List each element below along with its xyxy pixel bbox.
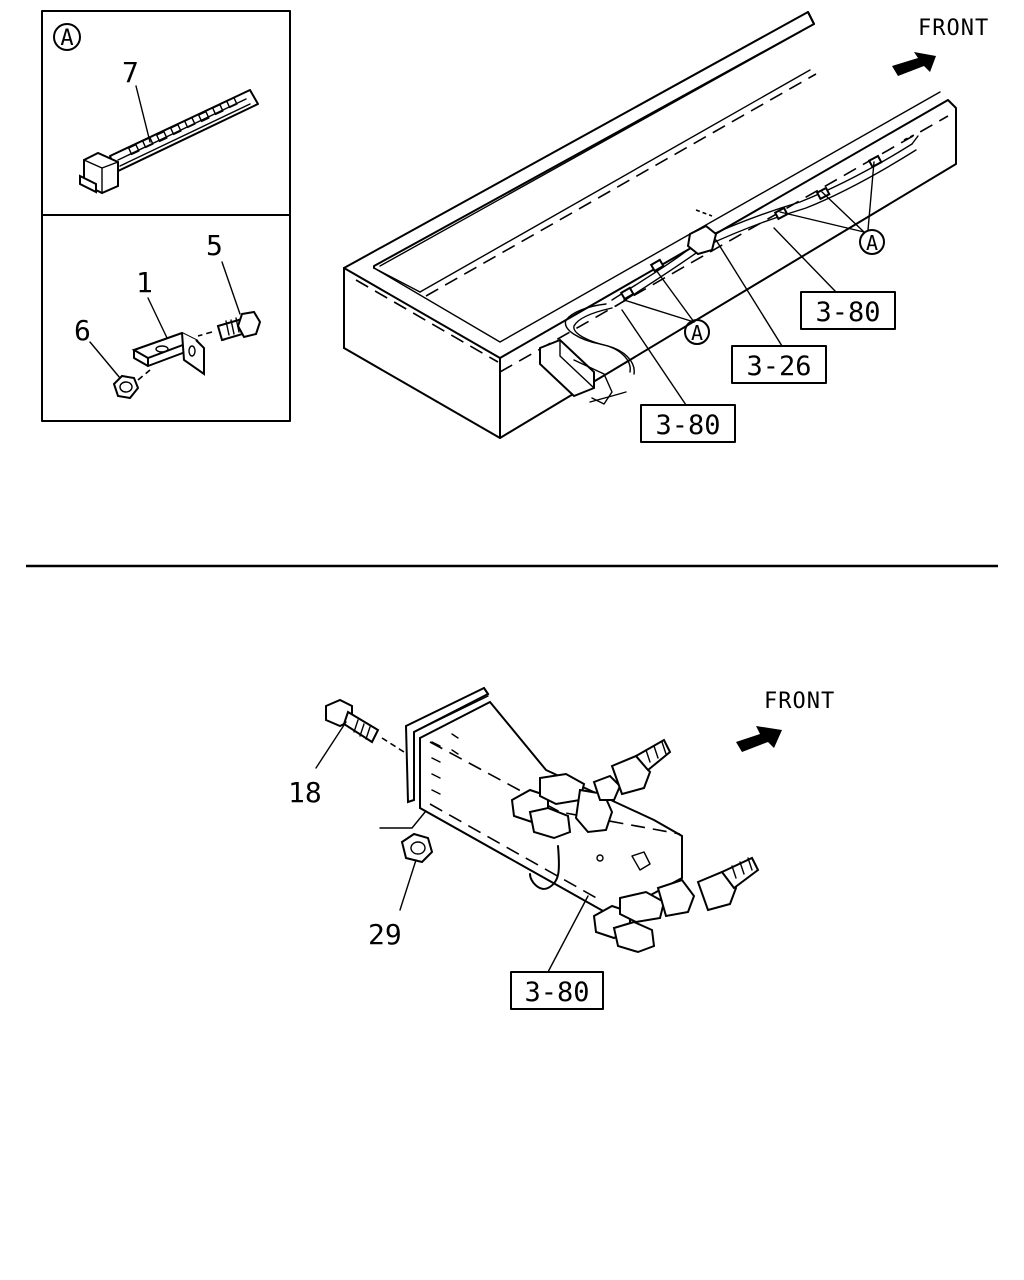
nut-icon [400,832,434,864]
front-indicator-bottom: FRONT [736,689,835,752]
front-indicator-top: FRONT [892,16,989,76]
wire-harness [539,133,919,405]
leader-7 [135,85,151,143]
leader-5 [221,261,241,315]
bracket-icon [131,331,205,376]
part-number-1: 1 [136,266,153,299]
bolt-18: 18 [288,698,405,809]
ref-box-3-80-bottom: 3-80 [510,895,604,1010]
ref-3-80-lower: 3-80 [655,410,720,441]
part-number-6: 6 [74,314,91,347]
part-number-18: 18 [288,776,322,809]
bolt-icon [197,310,262,342]
ref-box-3-80-upper: 3-80 [773,227,896,330]
callout-circle-icon [684,319,710,345]
leader-1 [147,297,169,341]
ref-box-3-26: 3-26 [715,239,827,384]
inset-panel: A 7 1 [41,10,291,422]
ref-3-26: 3-26 [746,351,811,382]
part-number-29: 29 [368,918,402,951]
leader-29 [399,859,417,911]
front-arrow-icon [892,52,936,76]
inset-a-letter: A [60,26,73,51]
front-label-bottom: FRONT [764,689,835,714]
callout-circle-icon [859,229,885,255]
ref-3-80-bottom: 3-80 [524,977,589,1008]
ref-box-3-80-lower: 3-80 [621,309,736,443]
front-label-top: FRONT [918,16,989,41]
callout-a-rear: A [623,269,710,345]
callout-a-front: A [779,161,885,255]
fitting-lower [592,856,760,954]
leader-18 [315,721,347,769]
nut-icon [112,369,151,400]
part-number-7: 7 [122,56,139,89]
callout-a-rear-letter: A [691,321,703,345]
front-arrow-icon [736,726,782,752]
nut-29: 29 [368,805,434,951]
callout-circle-icon [53,23,81,51]
frame-rail [343,11,957,439]
fitting-upper [510,738,672,840]
cable-tie-icon [79,89,259,195]
callout-a-front-letter: A [866,231,878,255]
leader-6 [89,341,121,379]
part-number-5: 5 [206,229,223,262]
ref-3-80-upper: 3-80 [815,297,880,328]
